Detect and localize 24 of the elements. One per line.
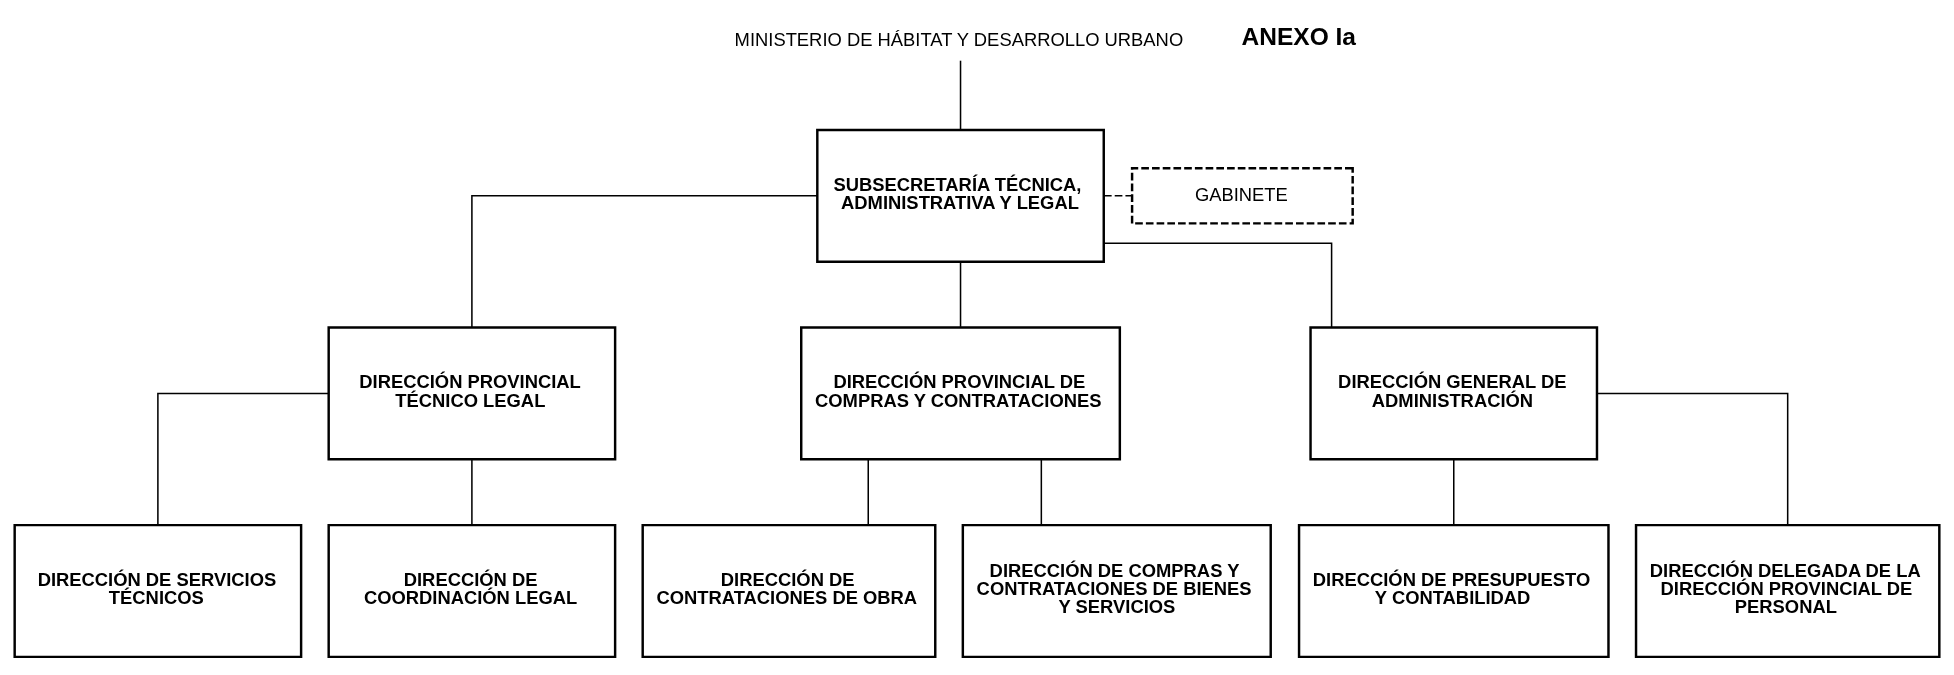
connector [959, 59, 962, 131]
connector [1596, 392, 1789, 526]
connector [471, 459, 473, 526]
connector [1040, 459, 1043, 526]
node-box: DIRECCIÓN PROVINCIAL TÉCNICO LEGAL [327, 326, 617, 461]
node-box: DIRECCIÓN GENERAL DE ADMINISTRACIÓN [1309, 326, 1599, 461]
node-box: DIRECCIÓN DE COMPRAS Y CONTRATACIONES DE BIENES Y SERVICIOS [961, 523, 1272, 659]
connector [157, 392, 330, 526]
node-box: DIRECCIÓN DE CONTRATACIONES DE OBRA [641, 523, 937, 659]
node-box: DIRECCIÓN DE COORDINACIÓN LEGAL [327, 523, 617, 659]
connector [471, 195, 818, 328]
node-box: DIRECCIÓN DELEGADA DE LA DIRECCIÓN PROVINCIAL DE PERSONAL [1634, 523, 1941, 659]
node-box: DIRECCIÓN DE PRESUPUESTO Y CONTABILIDAD [1297, 523, 1610, 659]
node-box: DIRECCIÓN PROVINCIAL DE COMPRAS Y CONTRATACIONES [800, 326, 1122, 461]
connector [959, 261, 962, 328]
node-text: MINISTERIO DE HÁBITAT Y DESARROLLO URBANO [734, 28, 1184, 50]
node-box: SUBSECRETARÍA TÉCNICA, ADMINISTRATIVA Y LEGAL [816, 128, 1105, 263]
connector [867, 459, 869, 526]
connector [1103, 195, 1133, 197]
connector [1103, 242, 1333, 328]
label: ANEXO Ia [1241, 23, 1356, 51]
node-box: GABINETE [1130, 167, 1354, 225]
connector [1453, 459, 1455, 526]
node-box: DIRECCIÓN DE SERVICIOS TÉCNICOS [13, 523, 303, 659]
